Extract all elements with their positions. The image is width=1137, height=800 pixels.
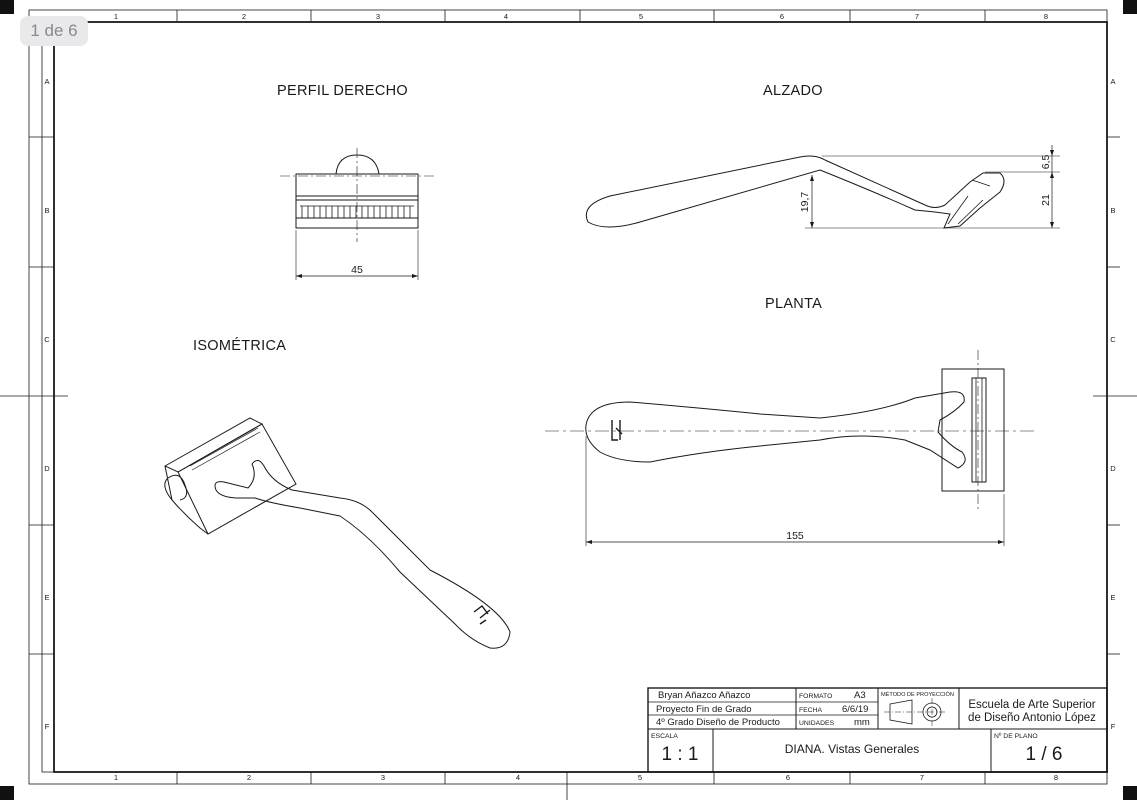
view-title-planta: PLANTA [765,296,822,312]
dim-alzado-height: 19,7 [799,192,811,213]
title-block-project: Proyecto Fin de Grado [656,704,752,715]
title-block-plano-value: 1 / 6 [1026,744,1063,765]
zone-col-8: 8 [1044,12,1048,21]
view-title-alzado: ALZADO [763,83,823,99]
dim-planta-length: 155 [786,530,804,542]
zone-row-c-right: C [1110,335,1116,344]
zone-col-4: 4 [504,12,508,21]
zone-row-b: B [44,206,49,215]
zone-row-e: E [44,593,49,602]
zone-ticks [0,10,1137,800]
zone-col-5: 5 [639,12,643,21]
title-block-unidades-value: mm [854,717,870,728]
dim-perfil-width: 45 [351,264,363,276]
zone-col-1: 1 [114,12,118,21]
zone-row-a-right: A [1110,77,1115,86]
title-block-fecha-label: FECHA [799,707,823,714]
zone-row-d-right: D [1110,464,1116,473]
title-block-formato-label: FORMATO [799,693,832,700]
zone-col-3: 3 [376,12,380,21]
title-block-drawing-title: DIANA. Vistas Generales [785,742,920,756]
zone-row-f-right: F [1111,722,1116,731]
zone-col-2-bottom: 2 [247,773,251,782]
title-block-formato-value: A3 [854,690,866,701]
dim-alzado-right: 21 [1040,194,1052,206]
zone-row-b-right: B [1110,206,1115,215]
title-block [647,687,1108,773]
corner-mark-br [1123,786,1137,800]
view-title-perfil-derecho: PERFIL DERECHO [277,83,408,99]
zone-col-7-bottom: 7 [920,773,924,782]
title-block-plano-label: Nº DE PLANO [994,733,1038,740]
title-block-escala-value: 1 : 1 [662,744,699,765]
zone-row-a: A [44,77,49,86]
zone-col-1-bottom: 1 [114,773,118,782]
corner-mark-tr [1123,0,1137,14]
title-block-author: Bryan Añazco Añazco [658,690,750,701]
corner-mark-bl [0,786,14,800]
zone-row-c: C [44,335,50,344]
zone-col-8-bottom: 8 [1054,773,1058,782]
zone-col-4-bottom: 4 [516,773,520,782]
zone-col-2: 2 [242,12,246,21]
zone-col-3-bottom: 3 [381,773,385,782]
view-perfil-derecho [280,148,434,280]
dim-alzado-top: 6,5 [1040,155,1052,170]
page-indicator-badge: 1 de 6 [20,16,88,46]
zone-rows-left: A B C D E F [44,77,50,731]
zone-row-d: D [44,464,50,473]
zone-col-6: 6 [780,12,784,21]
view-isometrica [163,417,511,649]
zone-col-6-bottom: 6 [786,773,790,782]
zone-col-5-bottom: 5 [638,773,642,782]
zone-rows-right: A B C D E F [1110,77,1116,731]
zone-col-7: 7 [915,12,919,21]
sheet-frame [28,9,1108,785]
title-block-school-line1: Escuela de Arte Superior [968,699,1095,711]
title-block-metodo-label: MÉTODO DE PROYECCIÓN [881,691,954,698]
title-block-school-line2: de Diseño Antonio López [968,712,1096,724]
zone-columns-bottom: 1 2 3 4 5 6 7 8 [114,773,1058,782]
title-block-course: 4º Grado Diseño de Producto [656,717,780,728]
view-alzado [585,145,1060,229]
zone-row-e-right: E [1110,593,1115,602]
corner-mark-tl [0,0,14,14]
zone-row-f: F [45,722,50,731]
title-block-escala-label: ESCALA [651,733,678,740]
zone-columns-top: 1 2 3 4 5 6 7 8 [114,12,1048,21]
title-block-fecha-value: 6/6/19 [842,704,868,715]
view-planta [545,350,1035,546]
title-block-unidades-label: UNIDADES [799,720,835,727]
view-title-isometrica: ISOMÉTRICA [193,337,286,354]
